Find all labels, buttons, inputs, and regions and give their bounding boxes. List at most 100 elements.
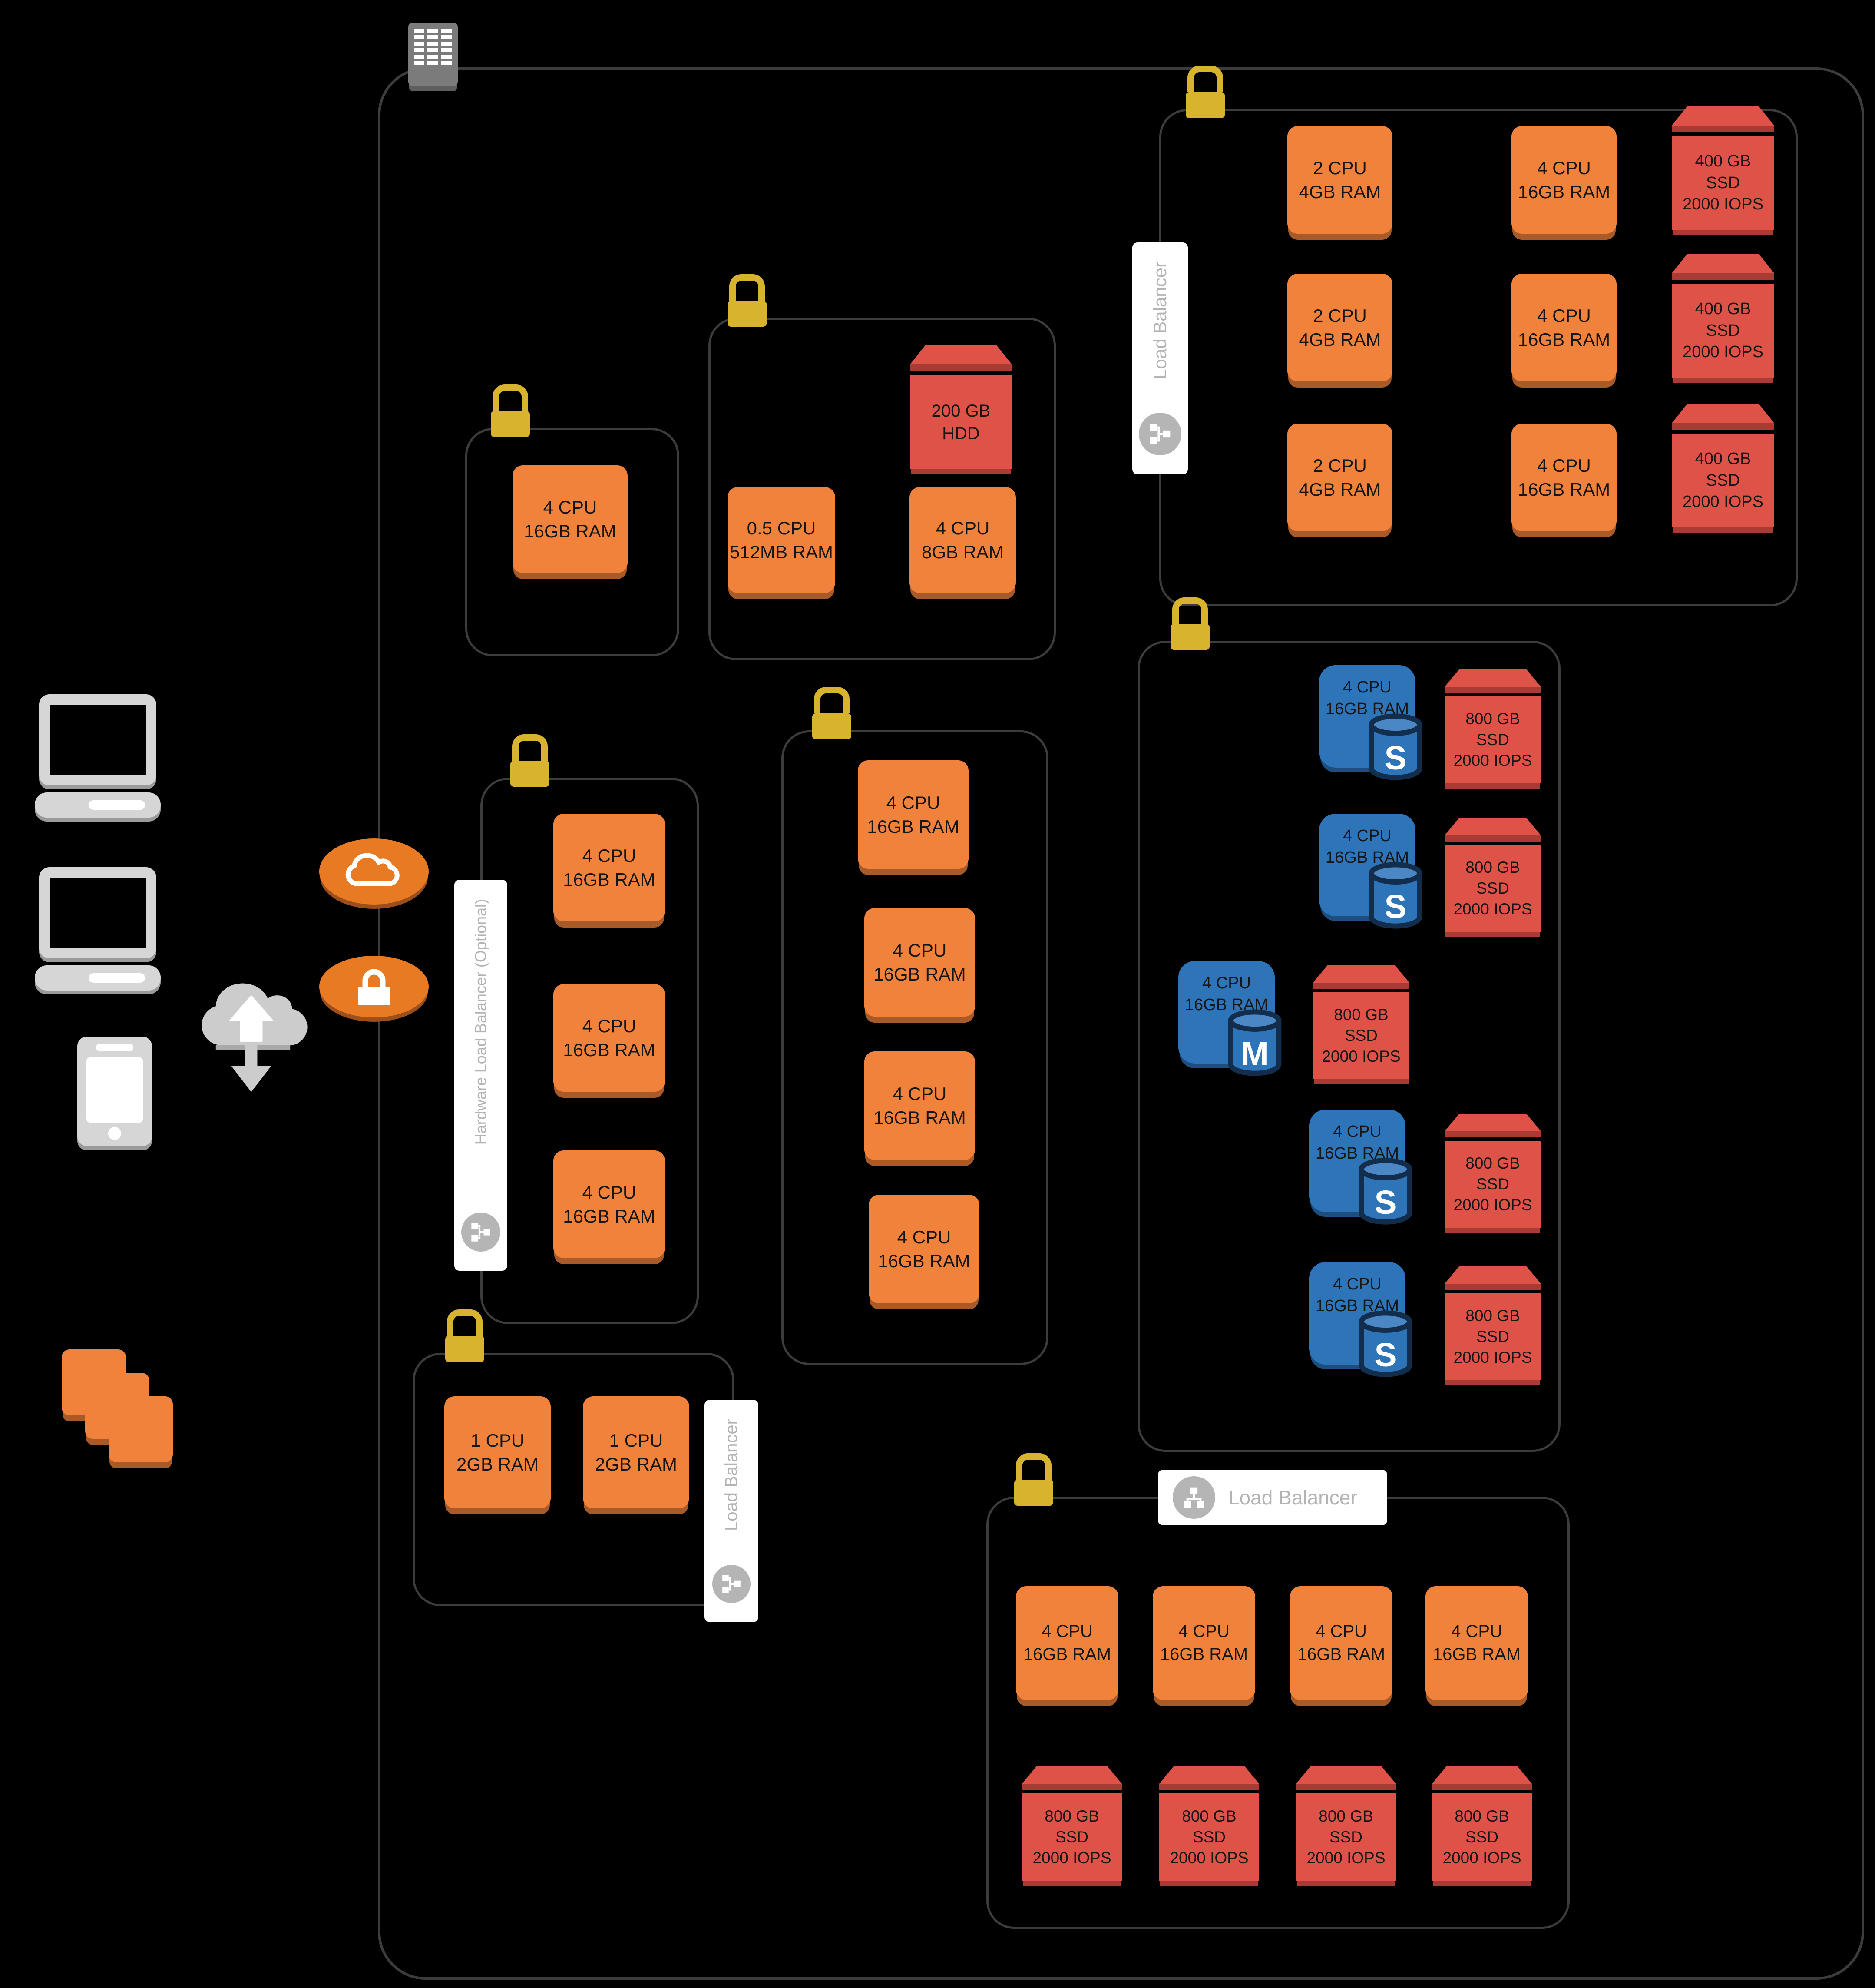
lock-icon [510, 734, 549, 787]
storage-label: 400 GB SSD 2000 IOPS [1672, 284, 1774, 378]
compute-node: 4 CPU 16GB RAM [553, 1150, 665, 1258]
compute-node: 4 CPU 16GB RAM [869, 1195, 979, 1303]
storage-label: 800 GB SSD 2000 IOPS [1313, 992, 1409, 1079]
compute-node: 4 CPU 16GB RAM [858, 760, 969, 869]
laptop-base-icon [35, 965, 161, 991]
db-server-label: 4 CPU 16GB RAM [1325, 827, 1409, 867]
storage-label: 800 GB SSD 2000 IOPS [1159, 1793, 1259, 1881]
storage-node: 400 GB SSD 2000 IOPS [1672, 106, 1774, 230]
storage-lid [1672, 106, 1774, 126]
storage-label: 800 GB SSD 2000 IOPS [1445, 696, 1541, 783]
svg-text:S: S [1374, 1184, 1396, 1221]
svg-text:S: S [1374, 1337, 1396, 1374]
lock-icon [728, 274, 767, 327]
lock-icon [491, 384, 530, 437]
lock-icon [358, 969, 390, 1005]
storage-lid [1159, 1766, 1259, 1784]
datacenter-container [378, 67, 1864, 1980]
lock-shackle [1172, 597, 1208, 624]
storage-lid-edge [910, 364, 1012, 371]
svg-text:S: S [1384, 888, 1406, 925]
storage-label: 800 GB SSD 2000 IOPS [1445, 1141, 1541, 1228]
compute-node: 0.5 CPU 512MB RAM [728, 487, 835, 593]
storage-lid-edge [1159, 1784, 1259, 1790]
group-app-column [781, 730, 1048, 1365]
storage-lid [1672, 254, 1774, 273]
building-windows-icon [414, 29, 452, 65]
group-single-app [465, 428, 679, 656]
lock-shackle [1016, 1453, 1052, 1480]
storage-node: 400 GB SSD 2000 IOPS [1672, 254, 1774, 378]
lock-shackle [512, 734, 548, 761]
compute-node: 4 CPU 16GB RAM [553, 814, 665, 921]
storage-lid [910, 345, 1012, 364]
hardware-load-balancer-label: Hardware Load Balancer (Optional) [454, 880, 507, 1271]
compute-node: 2 CPU 4GB RAM [1287, 424, 1392, 531]
storage-label: 800 GB SSD 2000 IOPS [1445, 1293, 1541, 1380]
storage-label: 800 GB SSD 2000 IOPS [1296, 1793, 1396, 1881]
compute-node: 4 CPU 16GB RAM [1425, 1586, 1528, 1700]
compute-node: 2 CPU 4GB RAM [1287, 274, 1392, 381]
load-balancer-text: Load Balancer [721, 1419, 741, 1531]
storage-lid [1445, 1114, 1541, 1131]
laptop-trackpad [89, 800, 145, 810]
db-cylinder-icon: S [1359, 1158, 1412, 1225]
client-laptop-1 [35, 694, 161, 818]
storage-label: 400 GB SSD 2000 IOPS [1672, 136, 1774, 230]
laptop-screen-icon [39, 867, 156, 958]
group-dev [708, 318, 1056, 660]
compute-node: 4 CPU 16GB RAM [513, 465, 628, 573]
phone-speaker [96, 1044, 133, 1051]
datacenter-building-icon [408, 23, 458, 86]
storage-node: 800 GB SSD 2000 IOPS [1445, 818, 1541, 932]
lock-body [812, 713, 851, 739]
hardware-load-balancer-text: Hardware Load Balancer (Optional) [472, 899, 489, 1145]
storage-lid [1445, 818, 1541, 835]
storage-node: 800 GB SSD 2000 IOPS [1296, 1766, 1396, 1881]
svg-text:S: S [1384, 740, 1406, 777]
storage-lid-edge [1432, 1784, 1532, 1790]
lock-body [728, 301, 767, 327]
storage-label: 800 GB SSD 2000 IOPS [1022, 1793, 1122, 1881]
lock-icon [1014, 1453, 1053, 1506]
storage-lid-edge [1672, 273, 1774, 280]
storage-lid-edge [1445, 1284, 1541, 1290]
load-balancer-label: Load Balancer [1132, 242, 1188, 474]
storage-label: 800 GB SSD 2000 IOPS [1445, 845, 1541, 932]
storage-lid-edge [1445, 687, 1541, 693]
storage-lid-edge [1445, 1131, 1541, 1137]
db-server-node: 4 CPU 16GB RAM S [1319, 665, 1422, 780]
lock-shackle [729, 274, 765, 301]
storage-node: 400 GB SSD 2000 IOPS [1672, 404, 1774, 527]
storage-node: 800 GB SSD 2000 IOPS [1445, 1266, 1541, 1380]
lock-icon [445, 1309, 484, 1362]
storage-node: 800 GB SSD 2000 IOPS [1313, 965, 1409, 1079]
storage-lid [1022, 1766, 1122, 1784]
compute-node: 4 CPU 8GB RAM [909, 487, 1016, 593]
storage-node: 800 GB SSD 2000 IOPS [1159, 1766, 1259, 1881]
laptop-trackpad [89, 973, 145, 983]
db-master-node: 4 CPU 16GB RAM M [1178, 961, 1282, 1076]
storage-node: 200 GB HDD [910, 345, 1012, 469]
lock-body [1171, 624, 1210, 650]
compute-node: 1 CPU 2GB RAM [583, 1396, 689, 1508]
lock-body [510, 761, 549, 787]
storage-lid-edge [1672, 126, 1774, 132]
compute-node: 4 CPU 16GB RAM [1153, 1586, 1255, 1700]
cloud-transfer-icon [202, 983, 308, 1092]
client-phone-icon [77, 1037, 152, 1146]
db-cylinder-icon: M [1228, 1009, 1282, 1076]
lock-body [1186, 92, 1225, 118]
lock-body [445, 1336, 484, 1362]
phone-screen [86, 1057, 143, 1123]
storage-lid-edge [1445, 835, 1541, 842]
lock-shackle [1187, 66, 1223, 92]
compute-node: 2 CPU 4GB RAM [1287, 126, 1392, 234]
db-server-node: 4 CPU 16GB RAM S [1309, 1110, 1412, 1225]
db-cylinder-icon: S [1369, 862, 1422, 929]
lock-shackle [814, 687, 850, 713]
db-server-label: 4 CPU 16GB RAM [1184, 974, 1269, 1014]
lock-icon [1186, 66, 1225, 118]
storage-lid [1296, 1766, 1396, 1784]
